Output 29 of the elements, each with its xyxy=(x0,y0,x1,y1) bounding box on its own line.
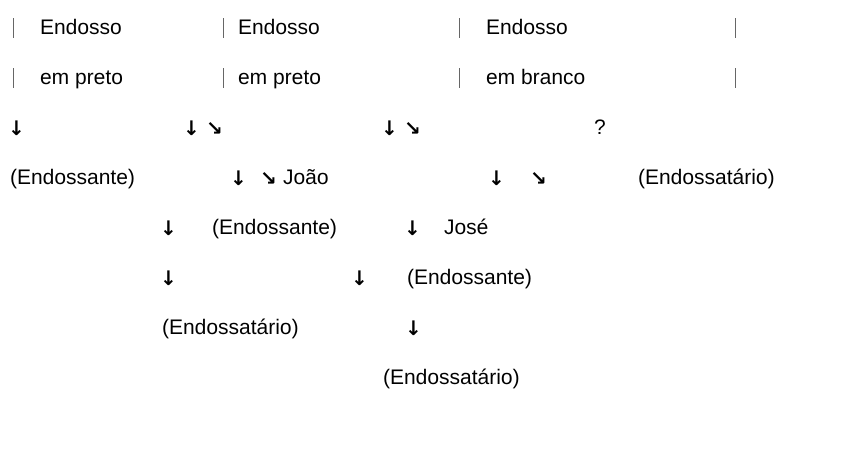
down-arrow: ↓ xyxy=(381,116,398,140)
diagonal-arrow: ↘ xyxy=(530,166,547,190)
down-arrow: ↓ xyxy=(488,166,505,190)
down-arrow: ↓ xyxy=(160,266,177,290)
label: João xyxy=(283,166,329,190)
label: em preto xyxy=(238,66,321,90)
down-arrow: ↓ xyxy=(230,166,247,190)
diagonal-arrow: ↘ xyxy=(206,116,223,140)
label: ? xyxy=(594,116,606,140)
label: (Endossatário) xyxy=(383,366,520,390)
label: (Endossante) xyxy=(212,216,337,240)
label: (Endossante) xyxy=(10,166,135,190)
label: Endosso xyxy=(238,16,320,40)
label: em preto xyxy=(40,66,123,90)
down-arrow: ↓ xyxy=(160,216,177,240)
label: José xyxy=(444,216,488,240)
diagonal-arrow: ↘ xyxy=(260,166,277,190)
down-arrow: ↓ xyxy=(404,216,421,240)
label: (Endossatário) xyxy=(162,316,299,340)
label: Endosso xyxy=(40,16,122,40)
down-arrow: ↓ xyxy=(183,116,200,140)
label: em branco xyxy=(486,66,586,90)
down-arrow: ↓ xyxy=(8,116,25,140)
label: (Endossante) xyxy=(407,266,532,290)
down-arrow: ↓ xyxy=(351,266,368,290)
label: (Endossatário) xyxy=(638,166,775,190)
label: Endosso xyxy=(486,16,568,40)
down-arrow: ↓ xyxy=(405,316,422,340)
diagonal-arrow: ↘ xyxy=(404,116,421,140)
